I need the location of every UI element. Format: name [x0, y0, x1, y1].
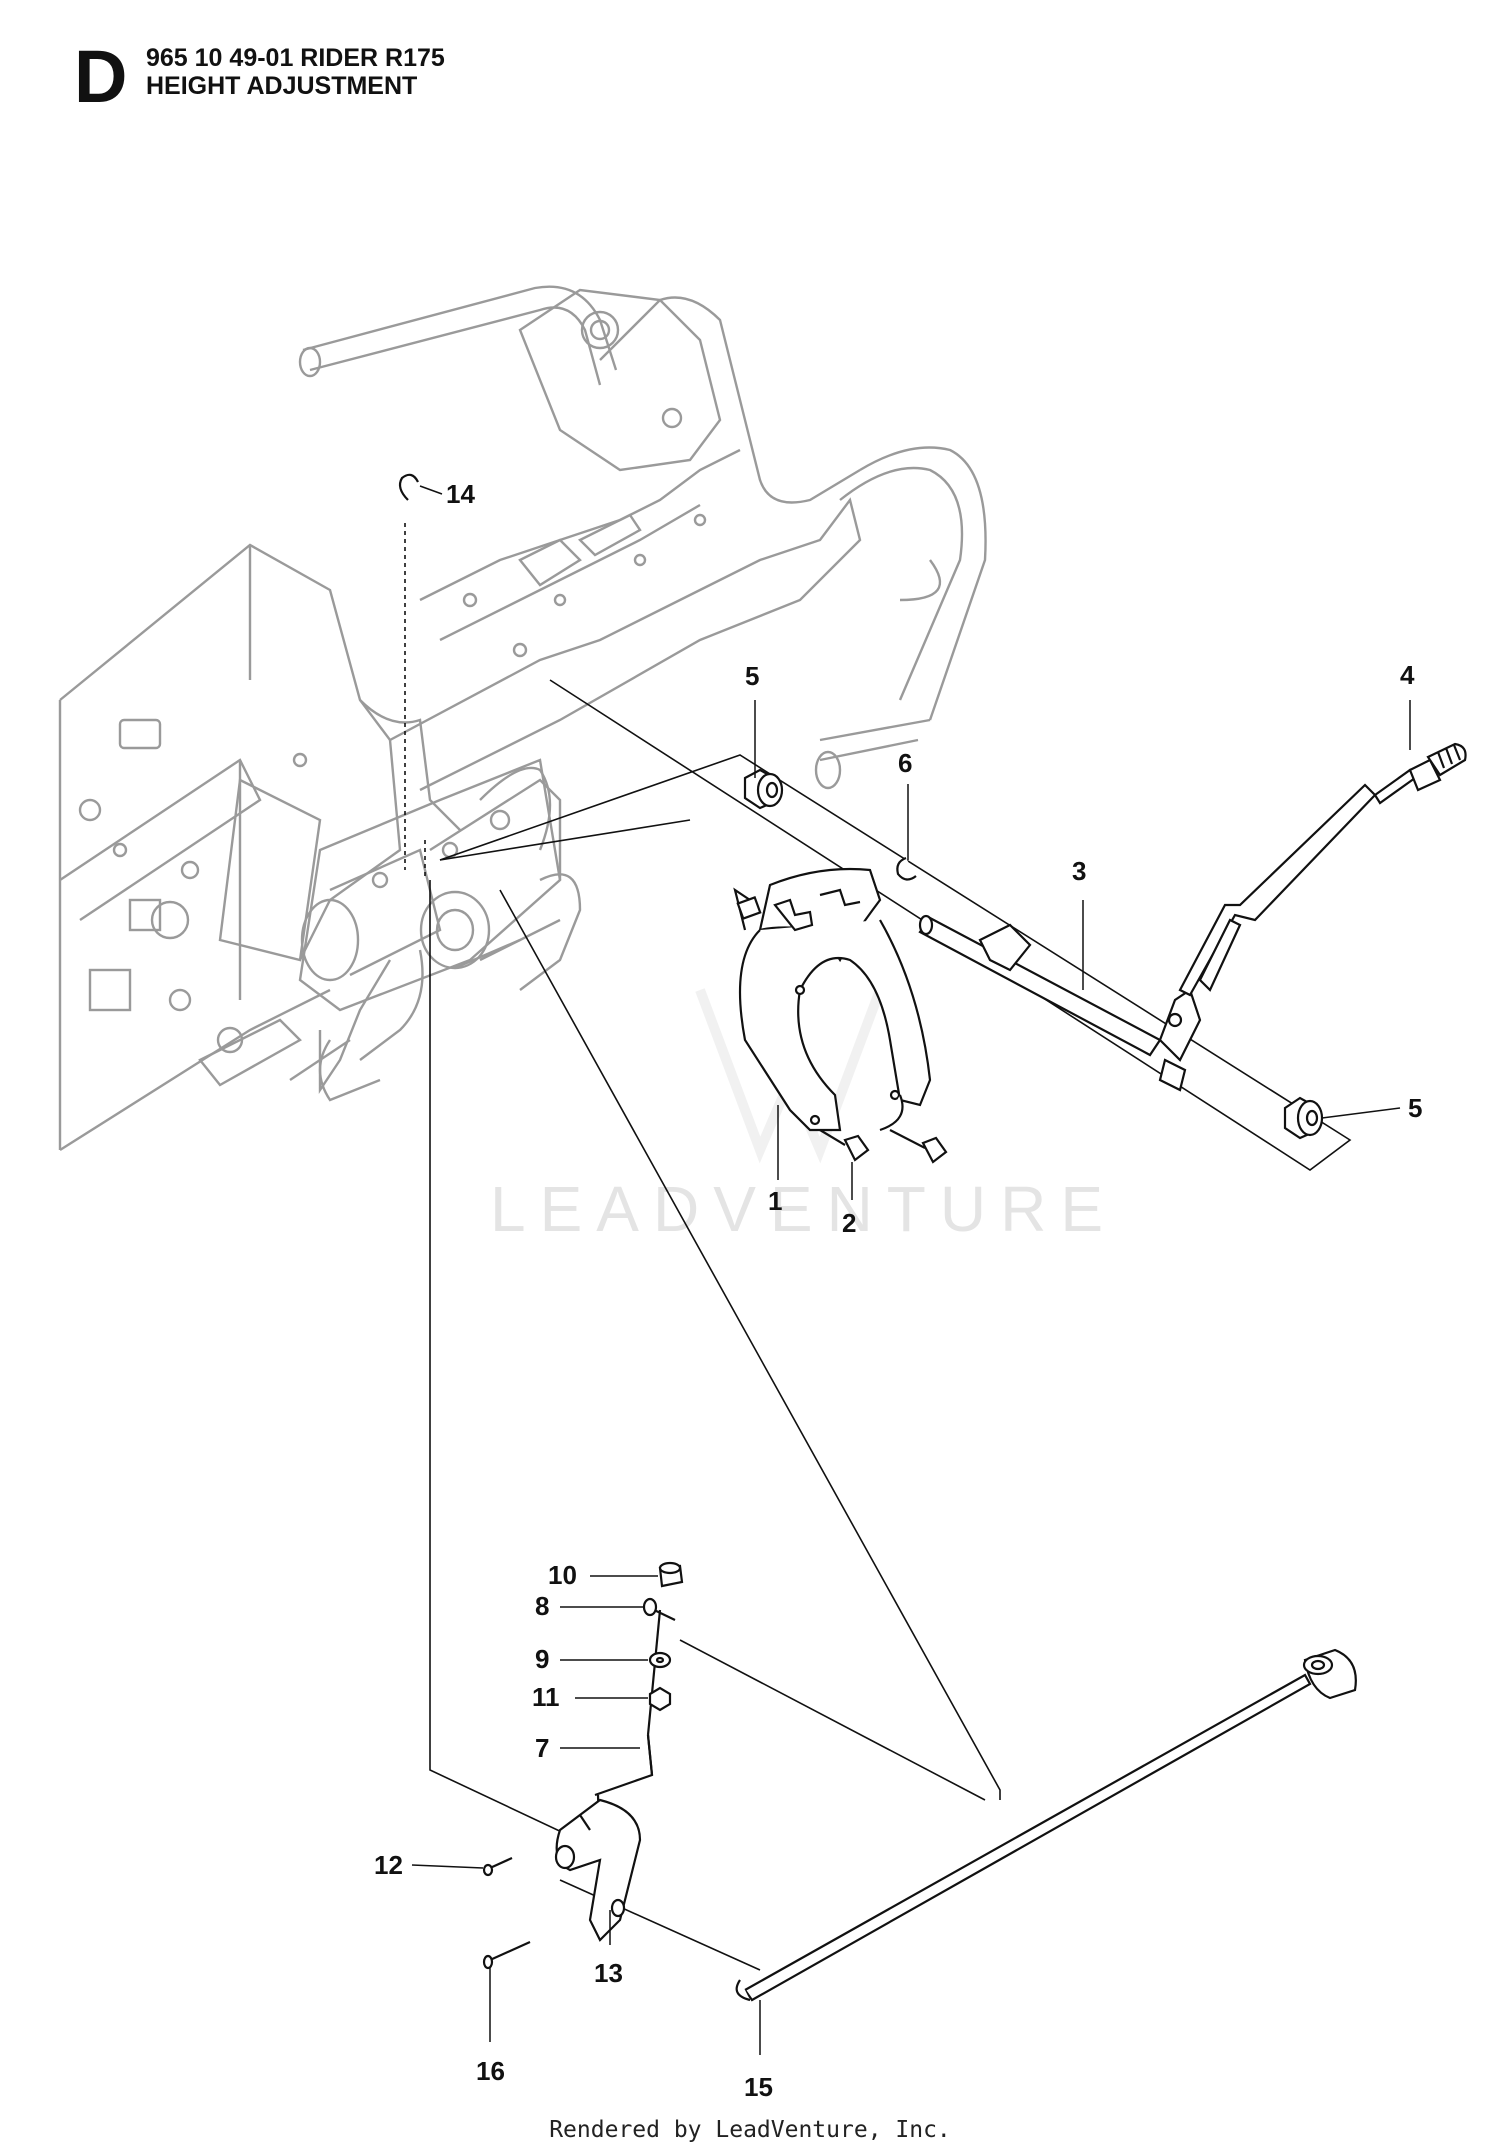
part-5-bushing-bottom[interactable]: [1283, 1096, 1324, 1140]
callout-13[interactable]: 13: [594, 1958, 623, 1988]
part-11-nut[interactable]: [648, 1686, 672, 1712]
part-2-bolts[interactable]: [819, 1129, 948, 1164]
part-16-pin[interactable]: [482, 1940, 531, 1970]
part-10-cap-nut[interactable]: [658, 1561, 684, 1588]
watermark-text: LEADVENTURE: [490, 1173, 1117, 1245]
part-13-bracket[interactable]: [554, 1798, 642, 1942]
title-model-line: 965 10 49-01 RIDER R175: [146, 44, 445, 72]
callout-11[interactable]: 11: [532, 1682, 560, 1712]
callout-15[interactable]: 15: [744, 2072, 773, 2102]
part-15-long-rod[interactable]: [735, 1648, 1357, 2002]
footer-credit: Rendered by LeadVenture, Inc.: [549, 2117, 951, 2143]
callout-2[interactable]: 2: [842, 1208, 856, 1238]
leader-14: [419, 485, 443, 495]
leader-12: [411, 1864, 484, 1869]
callout-9[interactable]: 9: [535, 1644, 549, 1674]
part-14-clip[interactable]: [398, 473, 419, 501]
part-5-bushing-top[interactable]: [743, 768, 784, 810]
part-3-adjustment-shaft[interactable]: [918, 914, 1202, 1092]
title-section-line: HEIGHT ADJUSTMENT: [146, 72, 418, 100]
part-6-circlip[interactable]: [896, 856, 917, 881]
callout-leader-lines: [411, 485, 1411, 2055]
part-1-adjustment-plate[interactable]: [733, 867, 932, 1132]
callout-6[interactable]: 6: [898, 748, 912, 778]
chassis-frame: [58, 285, 987, 1152]
part-8-screw[interactable]: [642, 1597, 676, 1621]
callout-3[interactable]: 3: [1072, 856, 1086, 886]
callout-12[interactable]: 12: [374, 1850, 403, 1880]
callout-16[interactable]: 16: [476, 2056, 505, 2086]
callout-7[interactable]: 7: [535, 1733, 549, 1763]
callout-8[interactable]: 8: [535, 1591, 549, 1621]
assembly-guide-lines: [404, 523, 1352, 1971]
callout-4[interactable]: 4: [1400, 660, 1415, 690]
callout-5-top[interactable]: 5: [745, 661, 759, 691]
part-9-washer[interactable]: [648, 1651, 672, 1669]
leader-5b: [1321, 1107, 1401, 1119]
callout-10[interactable]: 10: [548, 1560, 577, 1590]
section-letter: D: [74, 35, 127, 118]
callout-labels: 1 2 3 4 5 5 6 7 8 9 10 11 12 13 14 15 16: [374, 479, 1422, 2102]
diagram-title: 965 10 49-01 RIDER R175 HEIGHT ADJUSTMEN…: [146, 44, 445, 100]
callout-14[interactable]: 14: [446, 479, 475, 509]
part-12-pin[interactable]: [482, 1856, 513, 1877]
callout-5-bottom[interactable]: 5: [1408, 1093, 1422, 1123]
part-4-lever-handle[interactable]: [1178, 742, 1467, 997]
callout-1[interactable]: 1: [768, 1186, 782, 1216]
